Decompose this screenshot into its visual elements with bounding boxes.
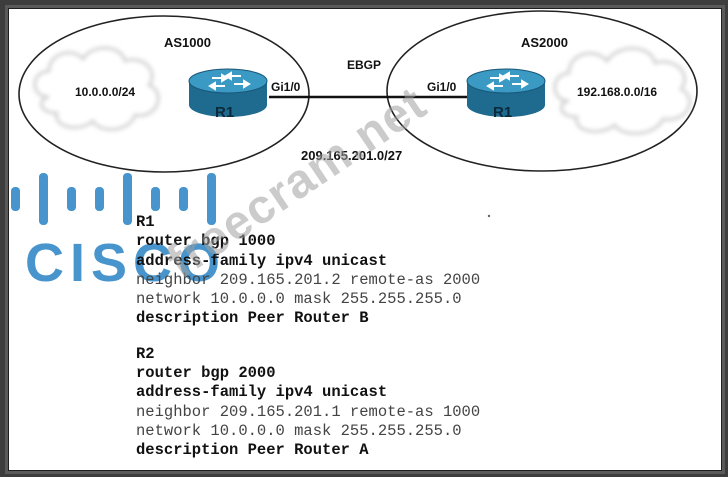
r1-config-line: network 10.0.0.0 mask 255.255.255.0 (136, 290, 462, 309)
r1-config-line: address-family ipv4 unicast (136, 251, 388, 270)
right-network-label: 192.168.0.0/16 (577, 85, 658, 99)
cisco-logo-text: CISCO (25, 233, 226, 289)
right-cloud-icon (553, 47, 692, 135)
left-network-label: 10.0.0.0/24 (75, 85, 136, 99)
config-spacer (136, 329, 480, 345)
r1-config-line: description Peer Router B (136, 309, 369, 328)
r1-config-line: neighbor 209.165.201.2 remote-as 2000 (136, 270, 481, 289)
r2-port-label: Gi1/0 (427, 80, 457, 94)
as2000-label: AS2000 (521, 35, 568, 50)
diagram-frame: R1 R1 AS1000 AS2000 10.0.0.0/24 192.168.… (8, 8, 722, 471)
link-subnet-label: 209.165.201.0/27 (301, 148, 403, 163)
router-r2-label: R1 (493, 104, 512, 121)
router-r1-icon (188, 68, 268, 117)
r1-config-heading: R1 (136, 213, 155, 231)
r1-port-label: Gi1/0 (271, 80, 301, 94)
as1000-boundary (18, 15, 310, 173)
as1000-label: AS1000 (164, 35, 211, 50)
ebgp-label: EBGP (347, 58, 382, 72)
r1-config-line: router bgp 1000 (136, 232, 276, 251)
left-cloud-icon (33, 46, 160, 131)
cisco-logo-bars: CISCO (11, 173, 226, 293)
config-block: R1 router bgp 1000 address-family ipv4 u… (136, 213, 480, 461)
network-diagram: R1 R1 (18, 10, 698, 218)
router-r1-label: R1 (215, 104, 234, 121)
stray-dot (487, 214, 491, 218)
r2-config-line: network 10.0.0.0 mask 255.255.255.0 (136, 421, 462, 440)
r2-config-line: address-family ipv4 unicast (136, 383, 388, 402)
r2-config-line: router bgp 2000 (136, 364, 276, 383)
r2-config-line: neighbor 209.165.201.1 remote-as 1000 (136, 402, 481, 421)
r2-config-heading: R2 (136, 344, 155, 363)
r2-config-line: description Peer Router A (136, 441, 369, 460)
cisco-logo: CISCO (9, 159, 229, 294)
as2000-boundary (386, 10, 698, 172)
router-r2-icon (466, 68, 546, 117)
